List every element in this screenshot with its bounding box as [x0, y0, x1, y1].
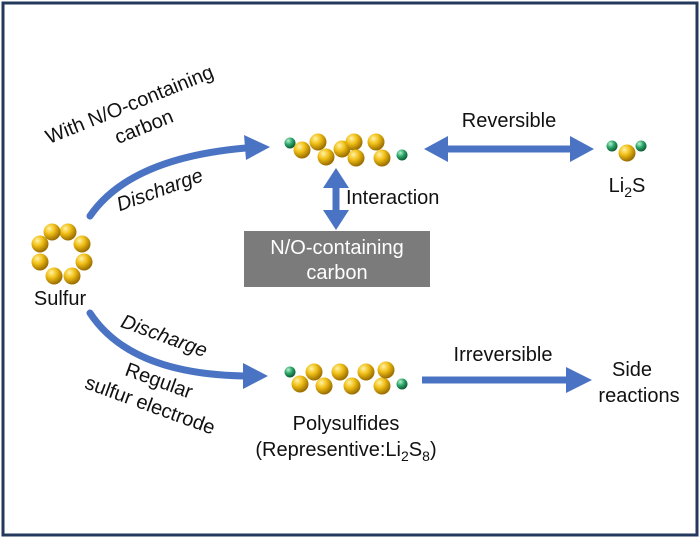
li2s-label: Li2S: [609, 175, 646, 200]
reversible-label: Reversible: [462, 110, 556, 132]
carbon-box-line2: carbon: [306, 262, 367, 284]
sulfur-label: Sulfur: [34, 288, 87, 310]
polysulfide-chain-icon: [284, 133, 408, 167]
carbon-box-line1: N/O-containing: [270, 237, 403, 259]
polysulfide-chain-icon: [284, 361, 408, 395]
top-branch-arrow: [86, 135, 270, 220]
irreversible-label: Irreversible: [454, 344, 553, 366]
side-reactions-line1: Side: [612, 359, 652, 381]
interaction-arrow: [323, 168, 349, 230]
carbon-box: [244, 231, 430, 287]
li2s-molecule-icon: [606, 140, 647, 162]
side-reactions-line2: reactions: [598, 385, 679, 407]
sulfur-ring-icon: [31, 223, 93, 285]
bottom-branch-arrow: [86, 309, 268, 389]
polysulfides-label: Polysulfides: [293, 413, 400, 435]
representive-label: (Representive:Li2S8): [255, 439, 436, 464]
interaction-label: Interaction: [346, 187, 439, 209]
irreversible-arrow: [422, 367, 592, 393]
reversible-arrow: [424, 136, 594, 162]
